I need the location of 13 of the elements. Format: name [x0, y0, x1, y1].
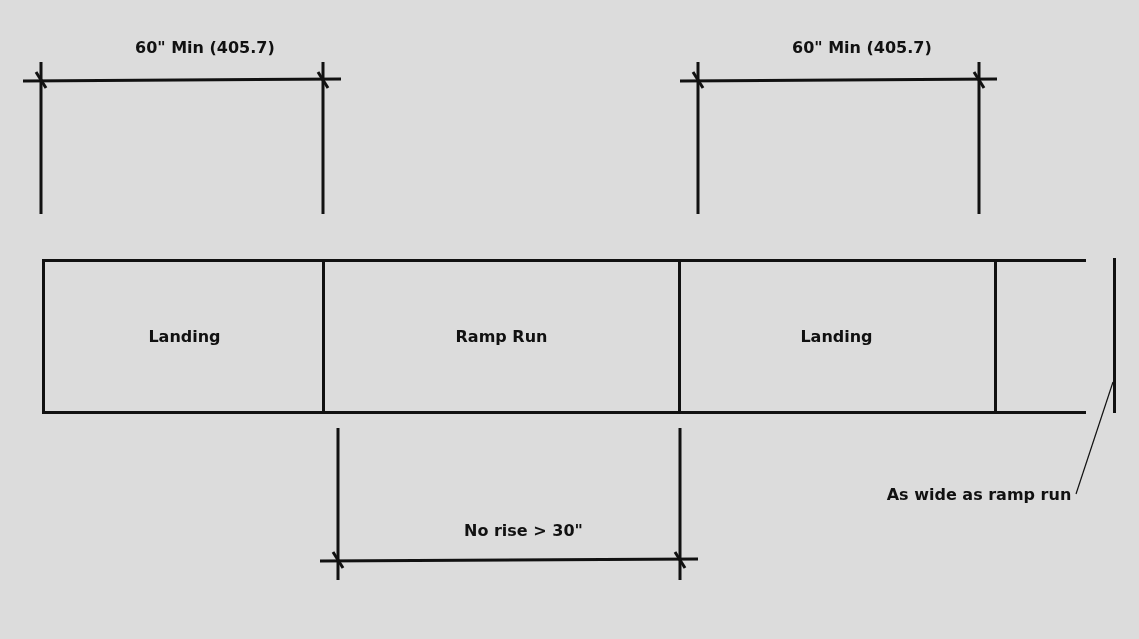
callout-text: As wide as ramp run [886, 484, 1072, 504]
dimension-label: 60" Min (405.7) [135, 38, 275, 57]
area-label: Ramp Run [455, 327, 548, 346]
area-label: Landing [148, 327, 221, 346]
width-bar [1113, 258, 1116, 413]
dimension-label: 60" Min (405.7) [792, 38, 932, 57]
landing-box [42, 259, 324, 414]
landing-box [679, 259, 997, 414]
ramp-segment-box [996, 259, 1086, 414]
leader-line [1075, 381, 1114, 495]
dimension-label: No rise > 30" [464, 521, 583, 540]
ramp-run-box [322, 259, 681, 414]
area-label: Landing [800, 327, 873, 346]
